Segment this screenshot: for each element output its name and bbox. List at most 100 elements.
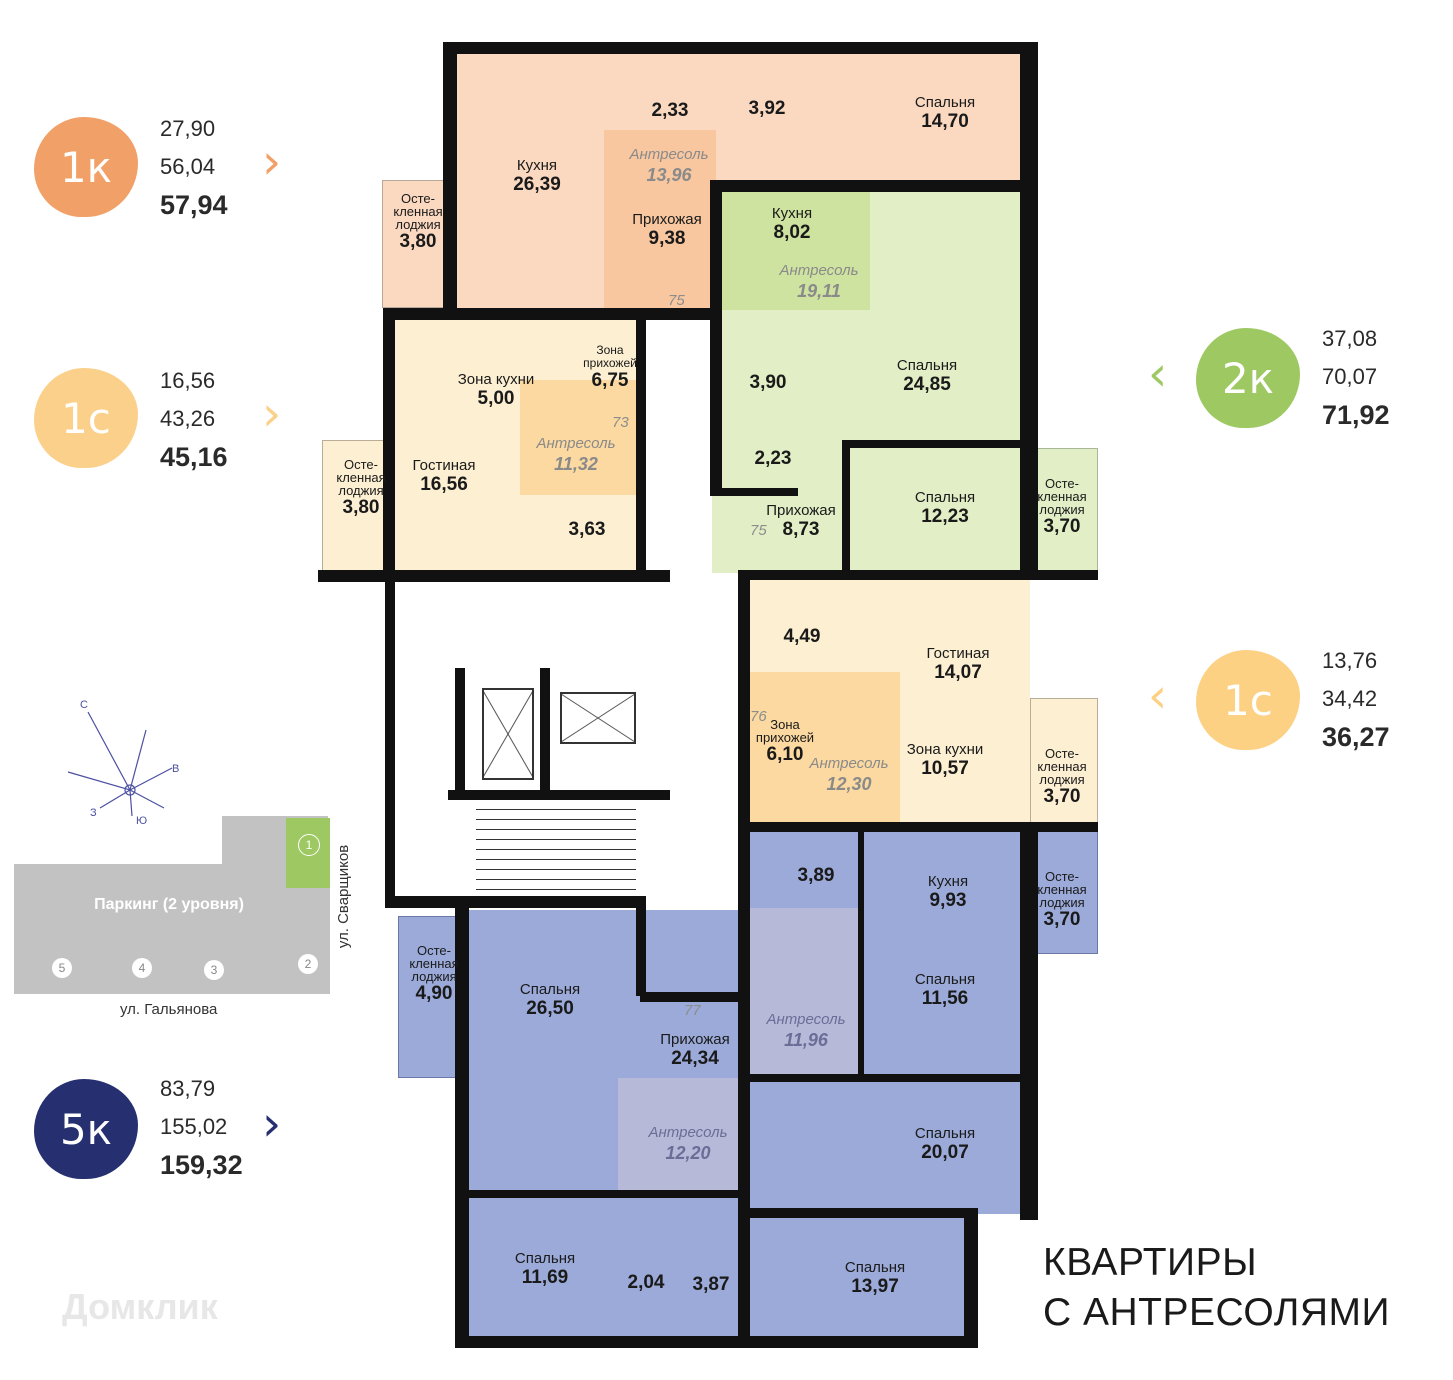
caption-line1: КВАРТИРЫ bbox=[1043, 1241, 1258, 1284]
wall bbox=[540, 668, 550, 790]
wall bbox=[738, 570, 1098, 580]
badge-2k: 2к bbox=[1196, 328, 1300, 428]
badge-1c-right: 1с bbox=[1196, 650, 1300, 750]
wall bbox=[842, 440, 850, 574]
wall bbox=[385, 578, 395, 900]
street-label-bottom: ул. Гальянова bbox=[120, 1001, 218, 1018]
site-section-number: 2 bbox=[298, 954, 318, 974]
antresol-2k bbox=[716, 190, 870, 310]
site-section-number: 4 bbox=[132, 958, 152, 978]
wall bbox=[710, 180, 722, 496]
area: 155,02 bbox=[160, 1114, 228, 1139]
compass-icon: С В Ю З bbox=[67, 699, 179, 827]
antresol-1c-top bbox=[520, 380, 638, 495]
site-section-number: 5 bbox=[52, 958, 72, 978]
wall bbox=[455, 1336, 978, 1348]
wall bbox=[455, 668, 465, 790]
apartment-5k-loggia1 bbox=[1030, 830, 1098, 954]
wall bbox=[385, 896, 640, 908]
room-label: 3,89 bbox=[797, 865, 835, 886]
chevron-left-icon[interactable]: ‹ bbox=[1148, 346, 1168, 402]
compass-s: Ю bbox=[136, 815, 147, 827]
wall bbox=[640, 992, 740, 1002]
apartment-1k-loggia bbox=[382, 180, 452, 308]
room-label: 3,92 bbox=[748, 98, 786, 119]
wall bbox=[455, 904, 469, 1348]
wall bbox=[462, 1190, 742, 1198]
antresol-5k-1 bbox=[748, 908, 862, 1074]
wall bbox=[443, 42, 457, 312]
compass-n: С bbox=[80, 699, 88, 711]
living-area: 16,56 bbox=[160, 368, 216, 393]
total-area: 159,32 bbox=[160, 1150, 243, 1180]
parking-label: Паркинг (2 уровня) bbox=[94, 896, 244, 913]
staircase bbox=[476, 800, 636, 896]
wall bbox=[636, 318, 646, 572]
chevron-right-icon[interactable]: › bbox=[262, 1096, 282, 1152]
area: 70,07 bbox=[1322, 364, 1378, 389]
living-area: 13,76 bbox=[1322, 648, 1378, 673]
room-label: 3,90 bbox=[749, 372, 787, 393]
apartment-number: 76 bbox=[750, 708, 767, 725]
compass-e: В bbox=[172, 763, 179, 775]
wall bbox=[845, 440, 1030, 448]
room-label: 2,23 bbox=[754, 448, 792, 469]
antresol-5k-2 bbox=[618, 1078, 738, 1190]
wall bbox=[738, 1208, 978, 1218]
caption: КВАРТИРЫ С АНТРЕСОЛЯМИ bbox=[1043, 1238, 1390, 1338]
wall bbox=[383, 308, 713, 320]
wall bbox=[858, 830, 864, 1074]
total-area: 71,92 bbox=[1322, 400, 1390, 430]
apartment-number: 75 bbox=[668, 292, 685, 309]
chevron-right-icon[interactable]: › bbox=[262, 386, 282, 442]
wall bbox=[636, 896, 646, 996]
wall bbox=[738, 822, 1098, 832]
wall bbox=[712, 488, 798, 496]
room-label: 2,33 bbox=[651, 100, 689, 121]
room-label: 4,49 bbox=[783, 626, 821, 647]
wall bbox=[712, 180, 1030, 192]
antresol-1c-right bbox=[748, 672, 900, 822]
apartment-number: 75 bbox=[750, 522, 767, 539]
chevron-left-icon[interactable]: ‹ bbox=[1148, 668, 1168, 724]
area: 56,04 bbox=[160, 154, 216, 179]
wall bbox=[448, 790, 670, 800]
areas-1c-right: 13,76 34,42 36,27 bbox=[1322, 642, 1390, 756]
caption-line2: С АНТРЕСОЛЯМИ bbox=[1043, 1291, 1391, 1334]
wall bbox=[383, 308, 395, 578]
apartment-5k-c bbox=[738, 1214, 966, 1340]
elevator-icon bbox=[482, 688, 534, 780]
room-label: 2,04 bbox=[627, 1272, 665, 1293]
total-area: 45,16 bbox=[160, 442, 228, 472]
chevron-right-icon[interactable]: › bbox=[262, 134, 282, 190]
apartment-number: 77 bbox=[684, 1002, 701, 1019]
